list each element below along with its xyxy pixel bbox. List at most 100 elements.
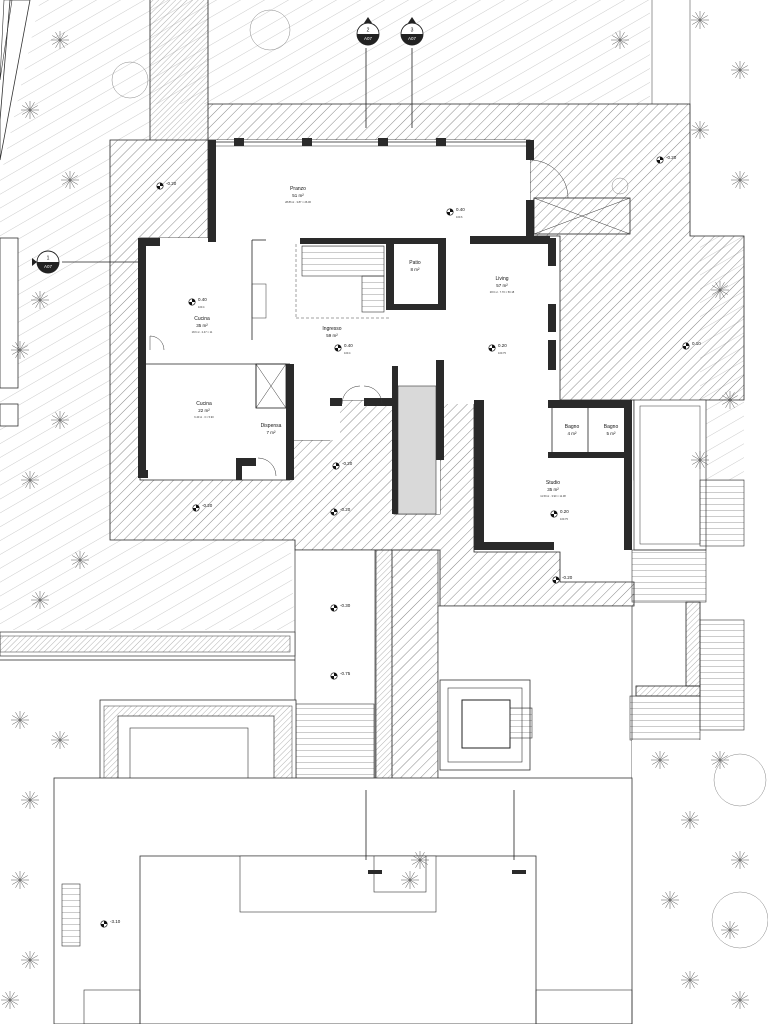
- level-sub: 100.6: [456, 215, 463, 219]
- tree-symbol: [691, 11, 709, 29]
- section-marker-2: 2 A07: [356, 17, 380, 46]
- room-area: 8 m²: [411, 267, 421, 272]
- level-sub: 100.75: [498, 351, 506, 355]
- tree-symbol: [731, 991, 749, 1009]
- tree-symbol: [21, 101, 39, 119]
- interior-partitions: [146, 197, 631, 452]
- room-label-living: Living 57 m² 28.6 sl · 7.70 × 50.18: [490, 276, 515, 294]
- tree-symbol: [691, 121, 709, 139]
- tree-symbol: [51, 31, 69, 49]
- tree-symbol: [11, 341, 29, 359]
- level-value: -0.20: [562, 575, 573, 580]
- tree-symbol: [411, 851, 429, 869]
- level-value: -0.20: [342, 461, 353, 466]
- room-area: 59 m²: [326, 333, 338, 338]
- room-name: Cucina: [196, 401, 212, 407]
- room-label-pranzo: Pranzo 51 m² 28.86 sl · 3.87 × 26.06: [285, 186, 311, 204]
- tree-symbol: [721, 391, 739, 409]
- level-marker: -0.20: [552, 575, 573, 584]
- room-dims: 6.40 sl · 3 × 5.90: [194, 415, 214, 419]
- room-area: 51 m²: [292, 193, 304, 198]
- room-label-studio: Studio 35 m² 11.59 sl · 3.90 × 11.38: [540, 480, 566, 498]
- level-value: 0.40: [456, 207, 465, 212]
- tree-symbol: [21, 951, 39, 969]
- level-value: 0.40: [344, 343, 353, 348]
- room-name: Ingresso: [322, 326, 341, 332]
- tree-symbol: [51, 411, 69, 429]
- section-marker-3: 3 A07: [400, 17, 424, 46]
- room-label-bagno-1: Bagno 4 m²: [565, 424, 580, 436]
- north-facade: [216, 138, 526, 147]
- tree-symbol: [21, 791, 39, 809]
- tree-symbol: [731, 851, 749, 869]
- tree-symbol: [71, 551, 89, 569]
- tree-symbol: [731, 171, 749, 189]
- room-name: Cucina: [194, 316, 210, 322]
- landscape-top: [149, 0, 690, 140]
- level-marker: -0.20: [332, 461, 353, 470]
- level-value: -3.10: [110, 919, 121, 924]
- room-area: 4 m²: [568, 431, 578, 436]
- tree-symbol: [691, 451, 709, 469]
- tree-symbol: [1, 991, 19, 1009]
- tree-symbol: [711, 281, 729, 299]
- room-name: Patio: [409, 260, 421, 266]
- lower-terrace: [0, 631, 633, 1024]
- tree-symbol: [711, 751, 729, 769]
- level-sub: 100.75: [560, 517, 568, 521]
- room-dims: 28.6 sl · 7.70 × 50.18: [490, 290, 515, 294]
- tree-symbol: [61, 171, 79, 189]
- level-marker: 0.20 100.75: [488, 343, 507, 355]
- room-area: 5 m²: [607, 431, 617, 436]
- level-marker: -0.30: [330, 603, 351, 612]
- level-marker: 0.40 100.6: [446, 207, 465, 219]
- level-marker: -0.75: [330, 671, 351, 680]
- tree-symbol: [21, 471, 39, 489]
- section-marker-3-number: 3: [411, 28, 414, 34]
- level-markers: 0.40 100.6 0.40 100.4 0.40 100.4 0.20 10…: [100, 155, 701, 928]
- level-marker: 0.40 100.4: [188, 297, 207, 309]
- level-marker: -3.10: [100, 919, 121, 928]
- tree-canopy: [713, 753, 767, 807]
- room-name: Living: [495, 276, 508, 282]
- level-value: -0.20: [166, 181, 177, 186]
- walls: [138, 140, 632, 550]
- section-lines: [62, 48, 515, 860]
- level-value: -0.75: [340, 671, 351, 676]
- room-area: 35 m²: [196, 323, 208, 328]
- level-value: 0.40: [198, 297, 207, 302]
- tree-symbol: [611, 31, 629, 49]
- tree-symbol: [731, 61, 749, 79]
- tree-canopy: [611, 177, 629, 195]
- tree-symbol: [51, 731, 69, 749]
- landscape-left: [0, 0, 295, 630]
- room-label-patio: Patio 8 m²: [409, 260, 421, 272]
- room-area: 35 m²: [547, 487, 559, 492]
- level-marker: -0.20: [330, 507, 351, 516]
- level-marker: 0.20 100.75: [550, 509, 569, 521]
- section-marker-3-ref: A07: [408, 36, 417, 41]
- level-marker: 0.10: [682, 341, 701, 350]
- tree-symbol: [11, 711, 29, 729]
- level-value: 0.20: [498, 343, 507, 348]
- level-marker: -0.20: [192, 503, 213, 512]
- landscape-trees: [1, 9, 768, 1009]
- section-marker-1-ref: A07: [44, 264, 53, 269]
- room-label-cucina: Cucina 35 m² 18.6 sl · 2.47 × 11: [192, 316, 213, 334]
- level-sub: 100.4: [344, 351, 351, 355]
- tree-canopy: [711, 891, 768, 949]
- tree-canopy: [111, 61, 149, 99]
- section-marker-1: 1 A07: [32, 250, 60, 274]
- room-label-cucina-2: Cucina 22 m² 6.40 sl · 3 × 5.90: [194, 401, 214, 419]
- level-marker: -0.20: [156, 181, 177, 190]
- room-area: 57 m²: [496, 283, 508, 288]
- tree-canopy: [249, 9, 291, 51]
- room-dims: 11.59 sl · 3.90 × 11.38: [540, 494, 566, 498]
- room-label-dispensa: Dispensa 7 m²: [261, 423, 282, 435]
- room-name: Bagno: [565, 424, 580, 430]
- room-name: Dispensa: [261, 423, 282, 429]
- tree-symbol: [31, 591, 49, 609]
- tree-symbol: [661, 891, 679, 909]
- tree-symbol: [11, 871, 29, 889]
